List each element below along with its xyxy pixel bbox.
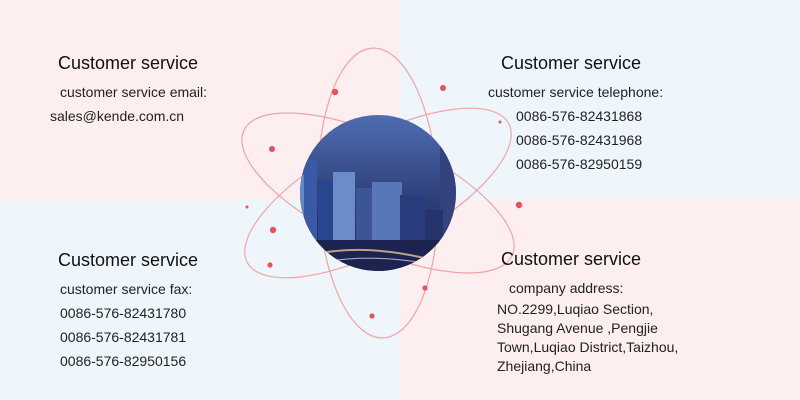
email-value[interactable]: sales@kende.com.cn [50, 108, 185, 124]
email-section-title: Customer service [58, 53, 199, 73]
fax-label: customer service fax: [60, 281, 193, 297]
fax-section: Customer service customer service fax: 0… [58, 247, 278, 373]
address-line: Zhejiang,China [497, 358, 592, 374]
fax-number: 0086-576-82431780 [60, 305, 187, 321]
telephone-section-title: Customer service [501, 53, 642, 73]
address-label: company address: [509, 280, 624, 296]
address-line: Shugang Avenue ,Pengjie [497, 320, 658, 336]
email-label: customer service email: [60, 84, 208, 100]
fax-section-title: Customer service [58, 250, 199, 270]
address-section-title: Customer service [501, 249, 642, 269]
address-line: NO.2299,Luqiao Section, [497, 301, 654, 317]
telephone-number[interactable]: 0086-576-82431868 [516, 108, 643, 124]
telephone-label: customer service telephone: [488, 84, 664, 100]
telephone-number[interactable]: 0086-576-82950159 [516, 156, 643, 172]
telephone-section: Customer service customer service teleph… [488, 50, 748, 176]
fax-number: 0086-576-82431781 [60, 329, 187, 345]
address-line: Town,Luqiao District,Taizhou, [497, 339, 679, 355]
email-section: Customer service customer service email:… [50, 50, 250, 128]
fax-number: 0086-576-82950156 [60, 353, 187, 369]
telephone-number[interactable]: 0086-576-82431968 [516, 132, 643, 148]
address-section: Customer service company address: NO.229… [497, 246, 757, 376]
